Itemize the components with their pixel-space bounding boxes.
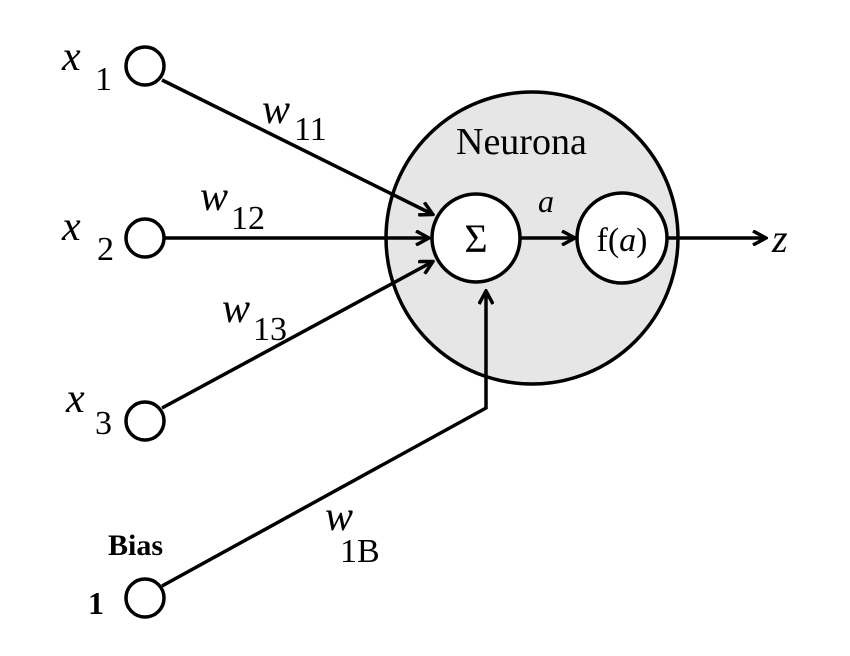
input-node-x3 xyxy=(124,400,166,442)
input-node-x1 xyxy=(124,45,166,87)
sum-symbol: Σ xyxy=(464,216,487,261)
sum-node xyxy=(430,192,522,284)
weight-label-w13: w13 xyxy=(222,286,287,348)
input-node-x2 xyxy=(124,217,166,259)
neuron-label: Neurona xyxy=(456,121,587,163)
bias-label: Bias xyxy=(108,529,163,562)
edge-x1-sum xyxy=(161,78,432,214)
input-label-x3: x3 xyxy=(65,376,112,442)
activation-label: a xyxy=(538,183,554,219)
activation-node xyxy=(575,191,669,285)
edge-bias-sum xyxy=(161,292,486,588)
bias-value: 1 xyxy=(88,585,104,621)
bias-node xyxy=(124,577,166,619)
weight-label-w12: w12 xyxy=(200,174,265,237)
edge-x3-sum xyxy=(161,262,432,410)
output-label: z xyxy=(771,216,788,261)
activation-function: f(a) xyxy=(597,222,648,259)
